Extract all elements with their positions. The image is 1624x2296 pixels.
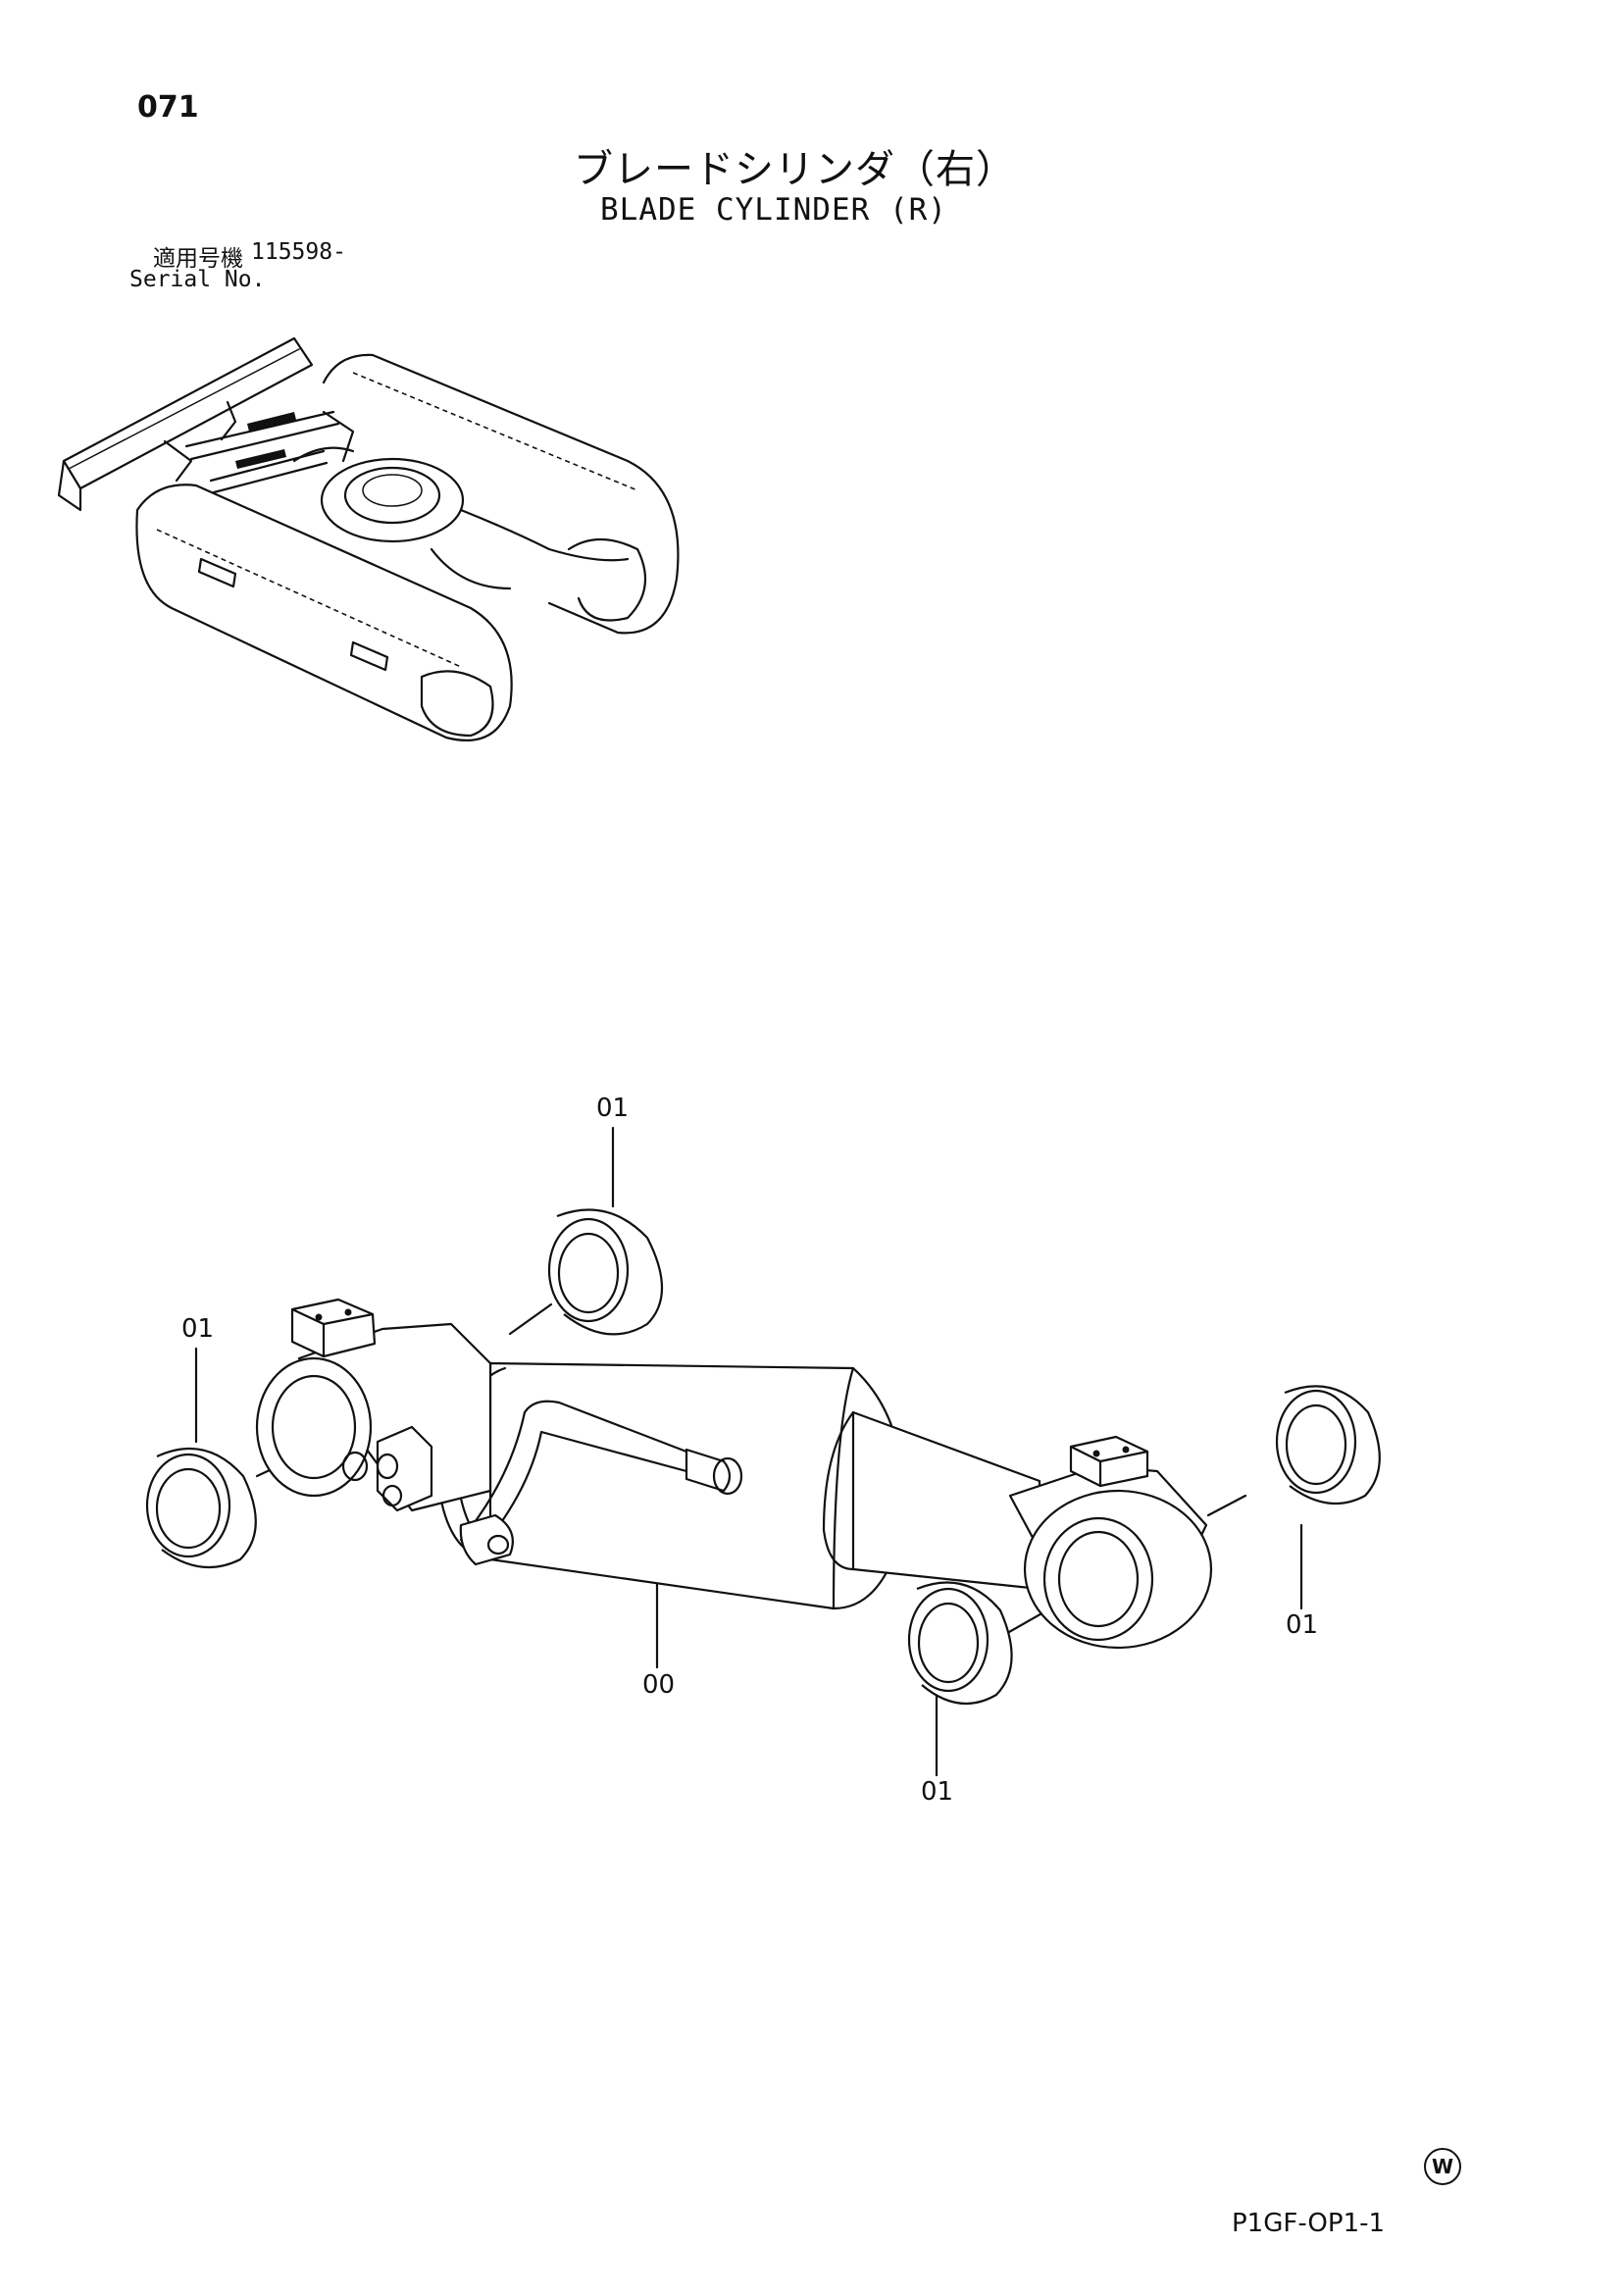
serial-label-japanese: 適用号機 [153, 246, 243, 272]
bushing-left [145, 1447, 257, 1569]
document-code: P1GF-OP1-1 [1232, 2209, 1386, 2238]
title-japanese: ブレードシリンダ（右） [574, 147, 1016, 192]
serial-label-english: Serial No. [129, 267, 266, 292]
callout-bushing-bottom: 01 [921, 1777, 954, 1807]
bushing-bottom [907, 1581, 1013, 1706]
watermark-symbol: W [1424, 2148, 1461, 2185]
callout-bushing-right: 01 [1286, 1610, 1319, 1640]
serial-number: 115598- [251, 239, 346, 265]
title-english: BLADE CYLINDER (R) [600, 192, 947, 228]
page-number: 071 [137, 90, 199, 125]
callout-bushing-left: 01 [181, 1314, 215, 1344]
callout-bushing-top: 01 [596, 1094, 630, 1123]
bushing-right [1275, 1385, 1381, 1505]
callout-cylinder: 00 [642, 1670, 676, 1700]
bushing-top [547, 1208, 663, 1336]
